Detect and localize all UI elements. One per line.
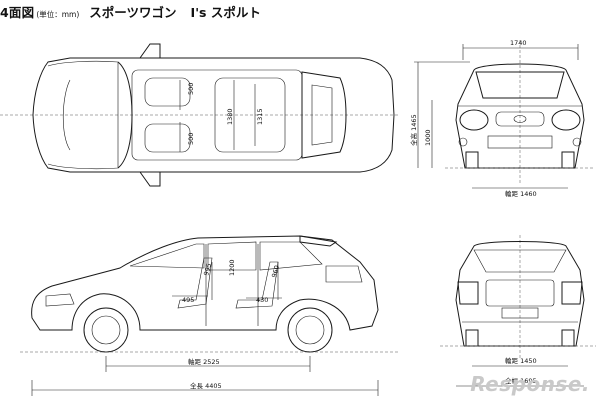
rear-view-plate <box>501 307 539 319</box>
top-view-rear-glass <box>301 71 347 159</box>
front-view-body <box>455 63 585 169</box>
side-view-front-window <box>207 241 257 271</box>
side-view-roof-spoiler <box>299 235 338 247</box>
title-main: 4面図 <box>0 5 35 20</box>
top-view-hood <box>47 60 119 170</box>
top-view: 500 500 1380 1315 <box>0 43 400 187</box>
title-variant: I's スポルト <box>190 5 261 20</box>
rear-view-tire-right <box>561 329 575 347</box>
front-view-tire-right <box>561 151 575 169</box>
side-view-body <box>31 235 379 331</box>
top-view-rear-window <box>311 84 333 146</box>
dim-overall-length: 全長 4405 <box>190 381 222 390</box>
dim-rear-seat-headroom: 960 <box>270 264 281 278</box>
front-view-foglight-left <box>458 137 468 147</box>
dim-rear-seat-depth: 430 <box>256 296 268 304</box>
side-view-rim-rear <box>295 315 325 345</box>
title-unit: (単位：mm) <box>36 10 80 19</box>
title-model: スポーツワゴン <box>89 5 177 20</box>
side-view-rear-window <box>259 241 323 271</box>
rear-view-body <box>455 241 585 347</box>
dim-overall-height: 全高 1465 <box>409 114 418 146</box>
top-view-seat-front-left <box>144 77 191 107</box>
rear-view-rear-window <box>473 249 567 273</box>
dim-ground-height: 1000 <box>424 129 432 146</box>
front-view-emblem <box>513 115 527 123</box>
side-view-wheel-front <box>83 307 129 353</box>
side-view-windshield-pillar <box>129 243 205 269</box>
dim-rear-seat-back: 1200 <box>228 259 236 276</box>
dim-wheelbase: 軸距 2525 <box>188 357 220 366</box>
front-view-grille <box>495 111 545 127</box>
front-view-foglight-right <box>572 137 582 147</box>
dim-overall-width: 1740 <box>510 39 527 47</box>
front-view-headlight-right <box>551 109 581 131</box>
top-view-bumper-front <box>62 79 71 151</box>
rear-view-hatch <box>485 279 555 307</box>
front-view-headlight-left <box>459 109 489 131</box>
front-view: 1740 全高 1465 1000 輪距 1460 <box>409 39 595 198</box>
front-view-tire-left <box>465 151 479 169</box>
drawing-title: 4面図(単位：mm) スポーツワゴン I's スポルト <box>0 2 261 20</box>
side-view: 995 1200 960 495 430 軸距 2525 全長 4405 <box>20 235 400 396</box>
top-view-seat-front-right <box>144 123 191 153</box>
side-view-rim-front <box>91 315 121 345</box>
dim-front-track: 輪距 1460 <box>505 189 537 198</box>
front-view-bumper-intake <box>487 135 553 149</box>
side-view-headlight <box>45 293 75 307</box>
top-view-body-outline <box>32 57 395 173</box>
dim-front-seat-headroom: 995 <box>202 262 213 276</box>
side-view-front-seat <box>177 257 213 309</box>
dim-interior-front-seat-bottom: 500 <box>187 133 195 145</box>
rear-view: 輪距 1450 全幅 1695 <box>440 235 596 387</box>
rear-view-tire-left <box>465 329 479 347</box>
dim-front-seat-depth: 495 <box>182 296 194 304</box>
rear-view-taillight-right <box>561 281 583 305</box>
dim-interior-front-seat-top: 500 <box>187 83 195 95</box>
top-view-mirror-right <box>139 171 161 187</box>
top-view-seat-rear <box>214 77 286 153</box>
dim-rear-track: 輪距 1450 <box>505 356 537 365</box>
watermark-logo: Response. <box>470 372 590 396</box>
rear-view-taillight-left <box>457 281 479 305</box>
dim-interior-width-rear: 1315 <box>256 108 264 125</box>
dim-interior-width-front: 1380 <box>226 108 234 125</box>
dim-body-width: 全幅 1695 <box>505 376 537 385</box>
side-view-quarter-window <box>325 265 363 283</box>
front-view-windshield <box>475 71 565 99</box>
side-view-wheel-rear <box>287 307 333 353</box>
top-view-mirror-left <box>139 43 161 59</box>
